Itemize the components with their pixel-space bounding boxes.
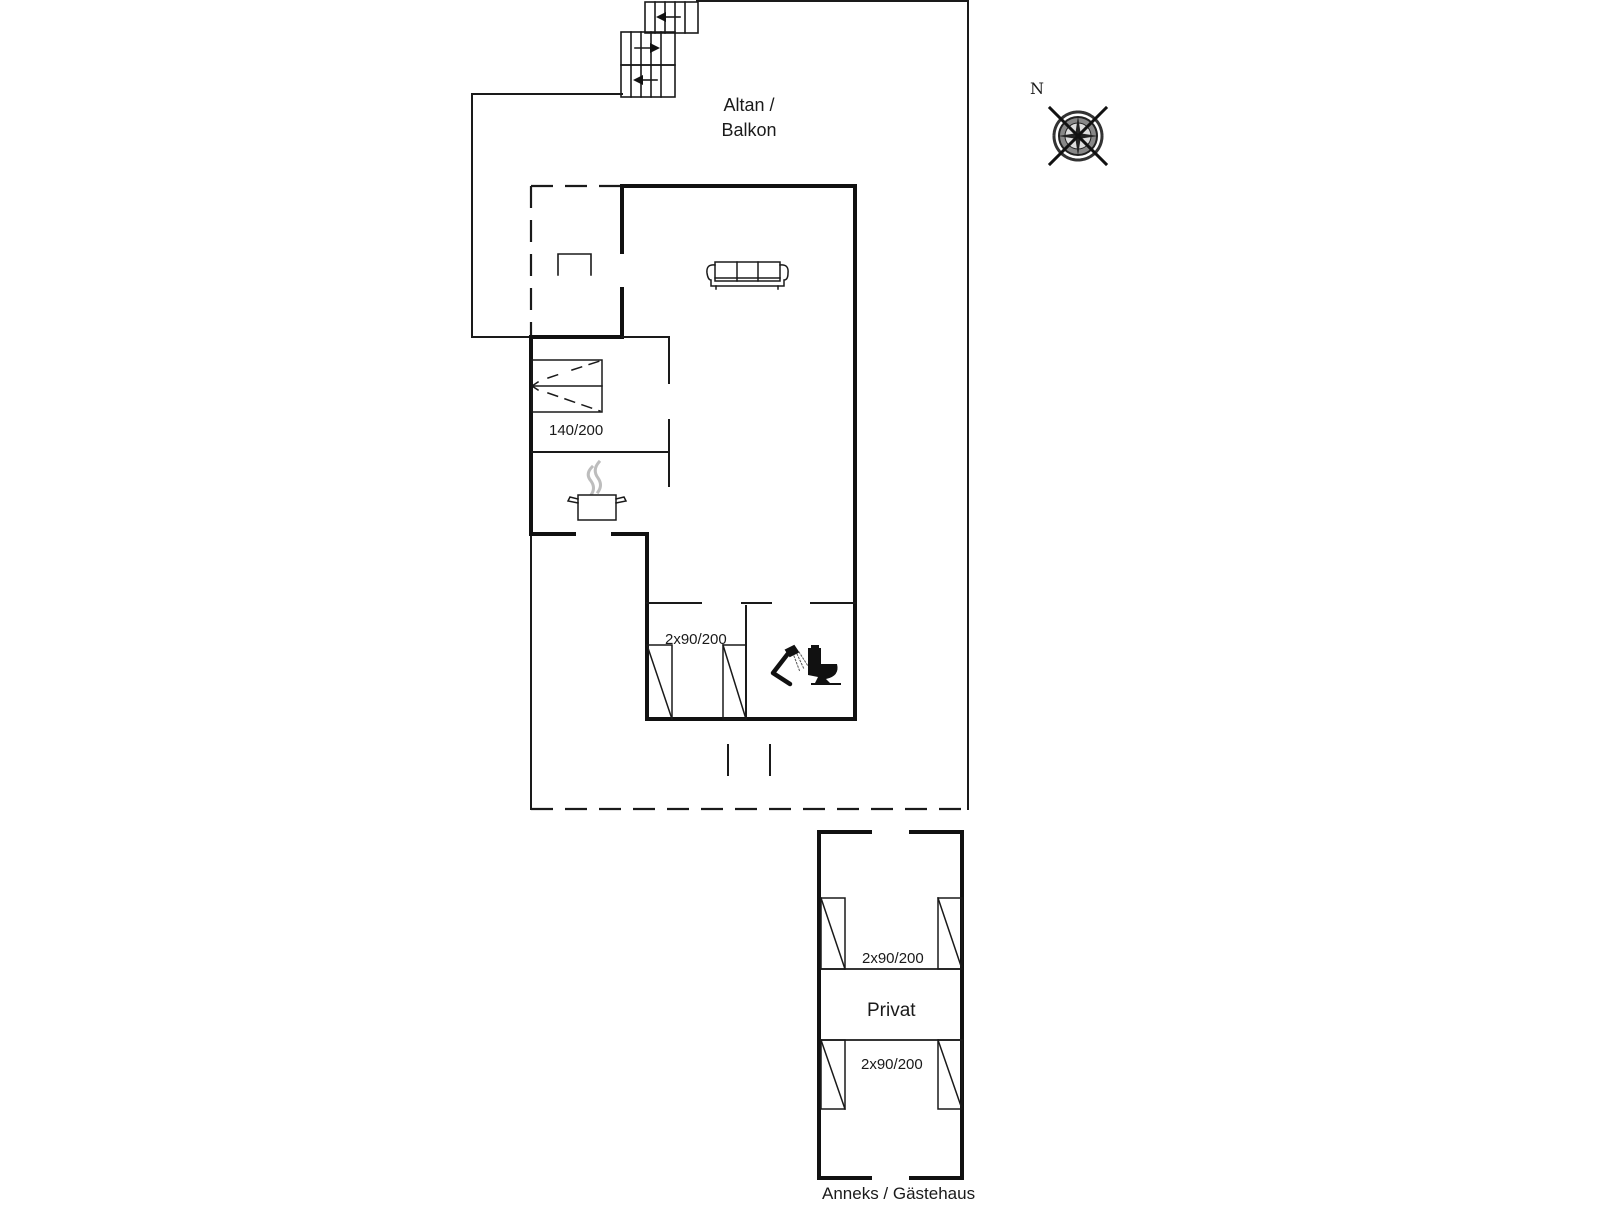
terrace-door-marks xyxy=(727,744,771,776)
cooking-pot-icon xyxy=(566,459,628,521)
fireplace-icon xyxy=(557,253,592,276)
double-bed-icon xyxy=(530,359,603,413)
stairs-icon xyxy=(620,1,699,98)
interior-walls xyxy=(531,336,856,720)
twin-bed-size-label: 2x90/200 xyxy=(665,631,727,648)
balcony-label: Altan / Balkon xyxy=(706,93,792,143)
annex-caption: Anneks / Gästehaus xyxy=(822,1184,976,1203)
shower-icon xyxy=(770,644,809,687)
double-bed-size-label: 140/200 xyxy=(549,422,604,439)
north-label: N xyxy=(1030,79,1044,98)
sofa-icon xyxy=(706,261,789,290)
annex-beds-icon xyxy=(820,897,963,1110)
balcony-label-line1: Altan / xyxy=(723,95,775,115)
twin-beds-icon xyxy=(646,644,747,720)
dashed-outline xyxy=(529,184,968,811)
main-house-walls xyxy=(529,184,857,721)
toilet-icon xyxy=(808,645,841,685)
annex-privat-label: Privat xyxy=(867,1000,916,1021)
balcony-outline xyxy=(471,0,969,810)
annex-lower-bed-size-label: 2x90/200 xyxy=(861,1056,923,1073)
annex-upper-bed-size-label: 2x90/200 xyxy=(862,950,924,967)
compass-rose-icon xyxy=(1047,105,1109,167)
balcony-label-line2: Balkon xyxy=(721,120,777,140)
annex-walls xyxy=(817,830,964,1180)
